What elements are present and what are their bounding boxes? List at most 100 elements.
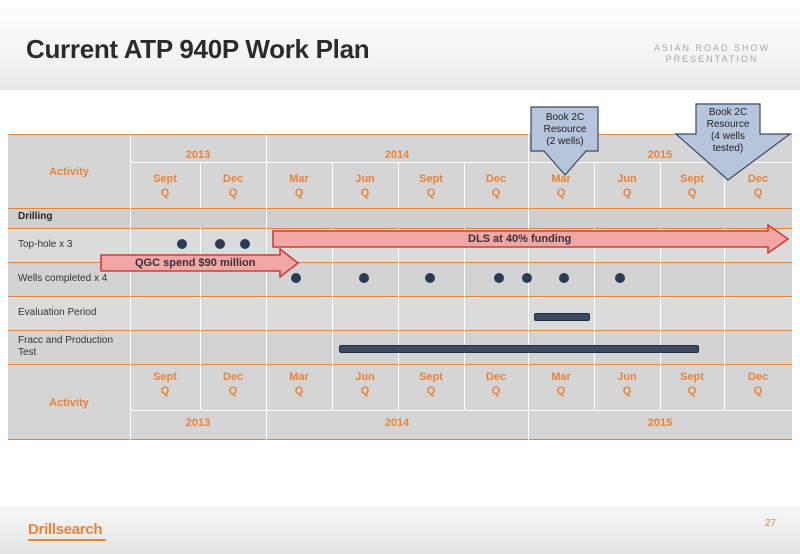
page-title: Current ATP 940P Work Plan — [26, 34, 370, 64]
callout-2-wells-text: Book 2C Resource (2 wells) — [530, 112, 600, 148]
quarter-month: Sept — [419, 173, 443, 185]
col-sep-q8-body — [660, 228, 661, 364]
callout-2-wells-line3: (2 wells) — [546, 136, 584, 147]
quarter-month: Jun — [355, 173, 375, 185]
dls-funding-label: DLS at 40% funding — [468, 233, 572, 245]
quarter-q: Q — [491, 385, 501, 397]
col-sep-q4-foot — [398, 364, 399, 410]
wells-marker-4 — [494, 273, 504, 283]
activity-header-bottom: Activity — [49, 397, 89, 409]
rule-top — [8, 134, 792, 135]
quarter-q: Q — [753, 385, 763, 397]
tophole-marker-1 — [177, 239, 187, 249]
quarter-q: Q — [687, 187, 697, 199]
tophole-marker-2 — [215, 239, 225, 249]
wells-marker-3 — [425, 273, 435, 283]
evaluation-band — [8, 296, 792, 330]
quarter-month: Mar — [551, 371, 571, 383]
quarter-q: Q — [360, 385, 370, 397]
year-2013-top: 2013 — [185, 149, 211, 161]
quarter-q: Q — [687, 385, 697, 397]
page-number: 27 — [764, 518, 776, 529]
quarter-month: Dec — [485, 173, 507, 185]
quarter-q: Q — [426, 385, 436, 397]
quarter-q: Q — [491, 187, 501, 199]
quarter-month: Dec — [222, 173, 244, 185]
quarter-month: Sept — [680, 173, 704, 185]
presentation-tagline: ASIAN ROAD SHOW PRESENTATION — [654, 43, 770, 65]
wells-marker-1 — [291, 273, 301, 283]
year-rule-top — [130, 162, 792, 163]
callout-4-wells-line1: Book 2C — [708, 107, 748, 118]
rule-bottom — [8, 439, 792, 440]
col-sep-q7 — [594, 162, 595, 208]
callout-4-wells-line2: Resource — [706, 119, 750, 130]
col-sep-q7-body — [594, 228, 595, 364]
logo-underline — [28, 539, 106, 541]
row-label-wells: Wells completed x 4 — [18, 273, 108, 284]
book-2c-callout-4-wells — [674, 103, 792, 181]
callout-4-wells-line4: tested) — [712, 143, 744, 154]
tagline-line-1: ASIAN ROAD SHOW — [653, 43, 770, 53]
col-sep-q8 — [660, 162, 661, 208]
quarter-month: Dec — [222, 371, 244, 383]
slide-footer — [0, 506, 800, 554]
quarter-month: Dec — [747, 371, 769, 383]
wells-marker-5 — [522, 273, 532, 283]
quarter-q: Q — [753, 187, 763, 199]
book-2c-callout-2-wells — [530, 106, 599, 176]
col-sep-q8-foot — [660, 364, 661, 410]
quarter-q: Q — [426, 187, 436, 199]
col-sep-q3-body — [332, 228, 333, 364]
quarter-month: Jun — [617, 371, 637, 383]
drillsearch-logo: Drillsearch — [28, 521, 103, 538]
col-sep-q9-foot — [724, 364, 725, 410]
callout-4-wells-line3: (4 wells — [711, 131, 745, 142]
quarter-month: Dec — [485, 371, 507, 383]
quarter-month: Sept — [680, 371, 704, 383]
wells-marker-2 — [359, 273, 369, 283]
year-2015-bottom: 2015 — [647, 417, 673, 429]
year-rule-bottom — [130, 410, 792, 411]
quarter-month: Mar — [289, 173, 309, 185]
slide-header — [0, 0, 800, 90]
row-label-drilling: Drilling — [18, 211, 53, 222]
col-sep-activity — [130, 134, 131, 440]
rule-header-bottom — [8, 208, 792, 209]
col-sep-q9 — [724, 162, 725, 208]
quarter-q: Q — [228, 187, 238, 199]
quarter-q: Q — [294, 187, 304, 199]
quarter-month: Mar — [551, 173, 571, 185]
dls-funding-arrow — [272, 224, 790, 254]
col-sep-q5 — [464, 162, 465, 208]
quarter-month: Sept — [153, 371, 177, 383]
quarter-q: Q — [622, 385, 632, 397]
quarter-month: Sept — [153, 173, 177, 185]
row-label-fracc-line1: Fracc and Production — [18, 335, 114, 346]
quarter-month: Sept — [419, 371, 443, 383]
rule-eval-bottom — [8, 330, 792, 331]
callout-2-wells-line2: Resource — [543, 124, 587, 135]
quarter-q: Q — [160, 385, 170, 397]
rule-wells-bottom — [8, 296, 792, 297]
row-label-evaluation: Evaluation Period — [18, 307, 97, 318]
quarter-q: Q — [622, 187, 632, 199]
row-label-fracc: Fracc and Production Test — [18, 335, 113, 359]
quarter-month: Jun — [355, 371, 375, 383]
rule-fracc-bottom — [8, 364, 792, 365]
callout-2-wells-line1: Book 2C — [545, 112, 585, 123]
